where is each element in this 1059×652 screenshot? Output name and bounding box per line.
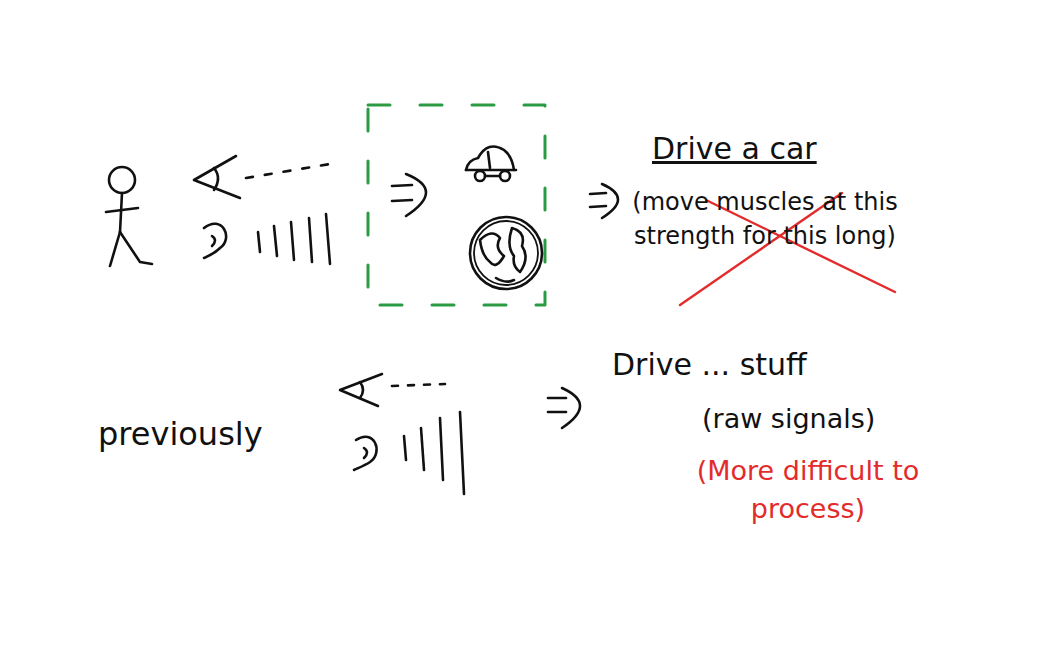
result-caption: Drive ... stuff [612, 344, 807, 386]
implies-arrow [392, 174, 426, 216]
stick-figure [106, 167, 152, 266]
eye-symbol [340, 374, 382, 406]
result-caption: Drive a car [652, 128, 817, 170]
crossed-note: (move muscles at this strength for this … [630, 186, 900, 253]
mental-model-box [368, 105, 545, 305]
car-icon [466, 146, 516, 181]
ear-symbol [204, 224, 226, 258]
ear-symbol [354, 437, 377, 470]
warning-note: (More difficult to process) [648, 452, 968, 528]
sight-line [392, 384, 445, 386]
sight-line [246, 164, 330, 178]
implies-arrow [590, 184, 618, 218]
time-label: previously [98, 412, 263, 457]
globe-icon [470, 217, 542, 289]
sound-waves [258, 214, 330, 264]
implies-arrow [548, 388, 580, 428]
eye-symbol [194, 156, 240, 198]
note: (raw signals) [702, 400, 875, 438]
sound-waves [404, 412, 464, 494]
